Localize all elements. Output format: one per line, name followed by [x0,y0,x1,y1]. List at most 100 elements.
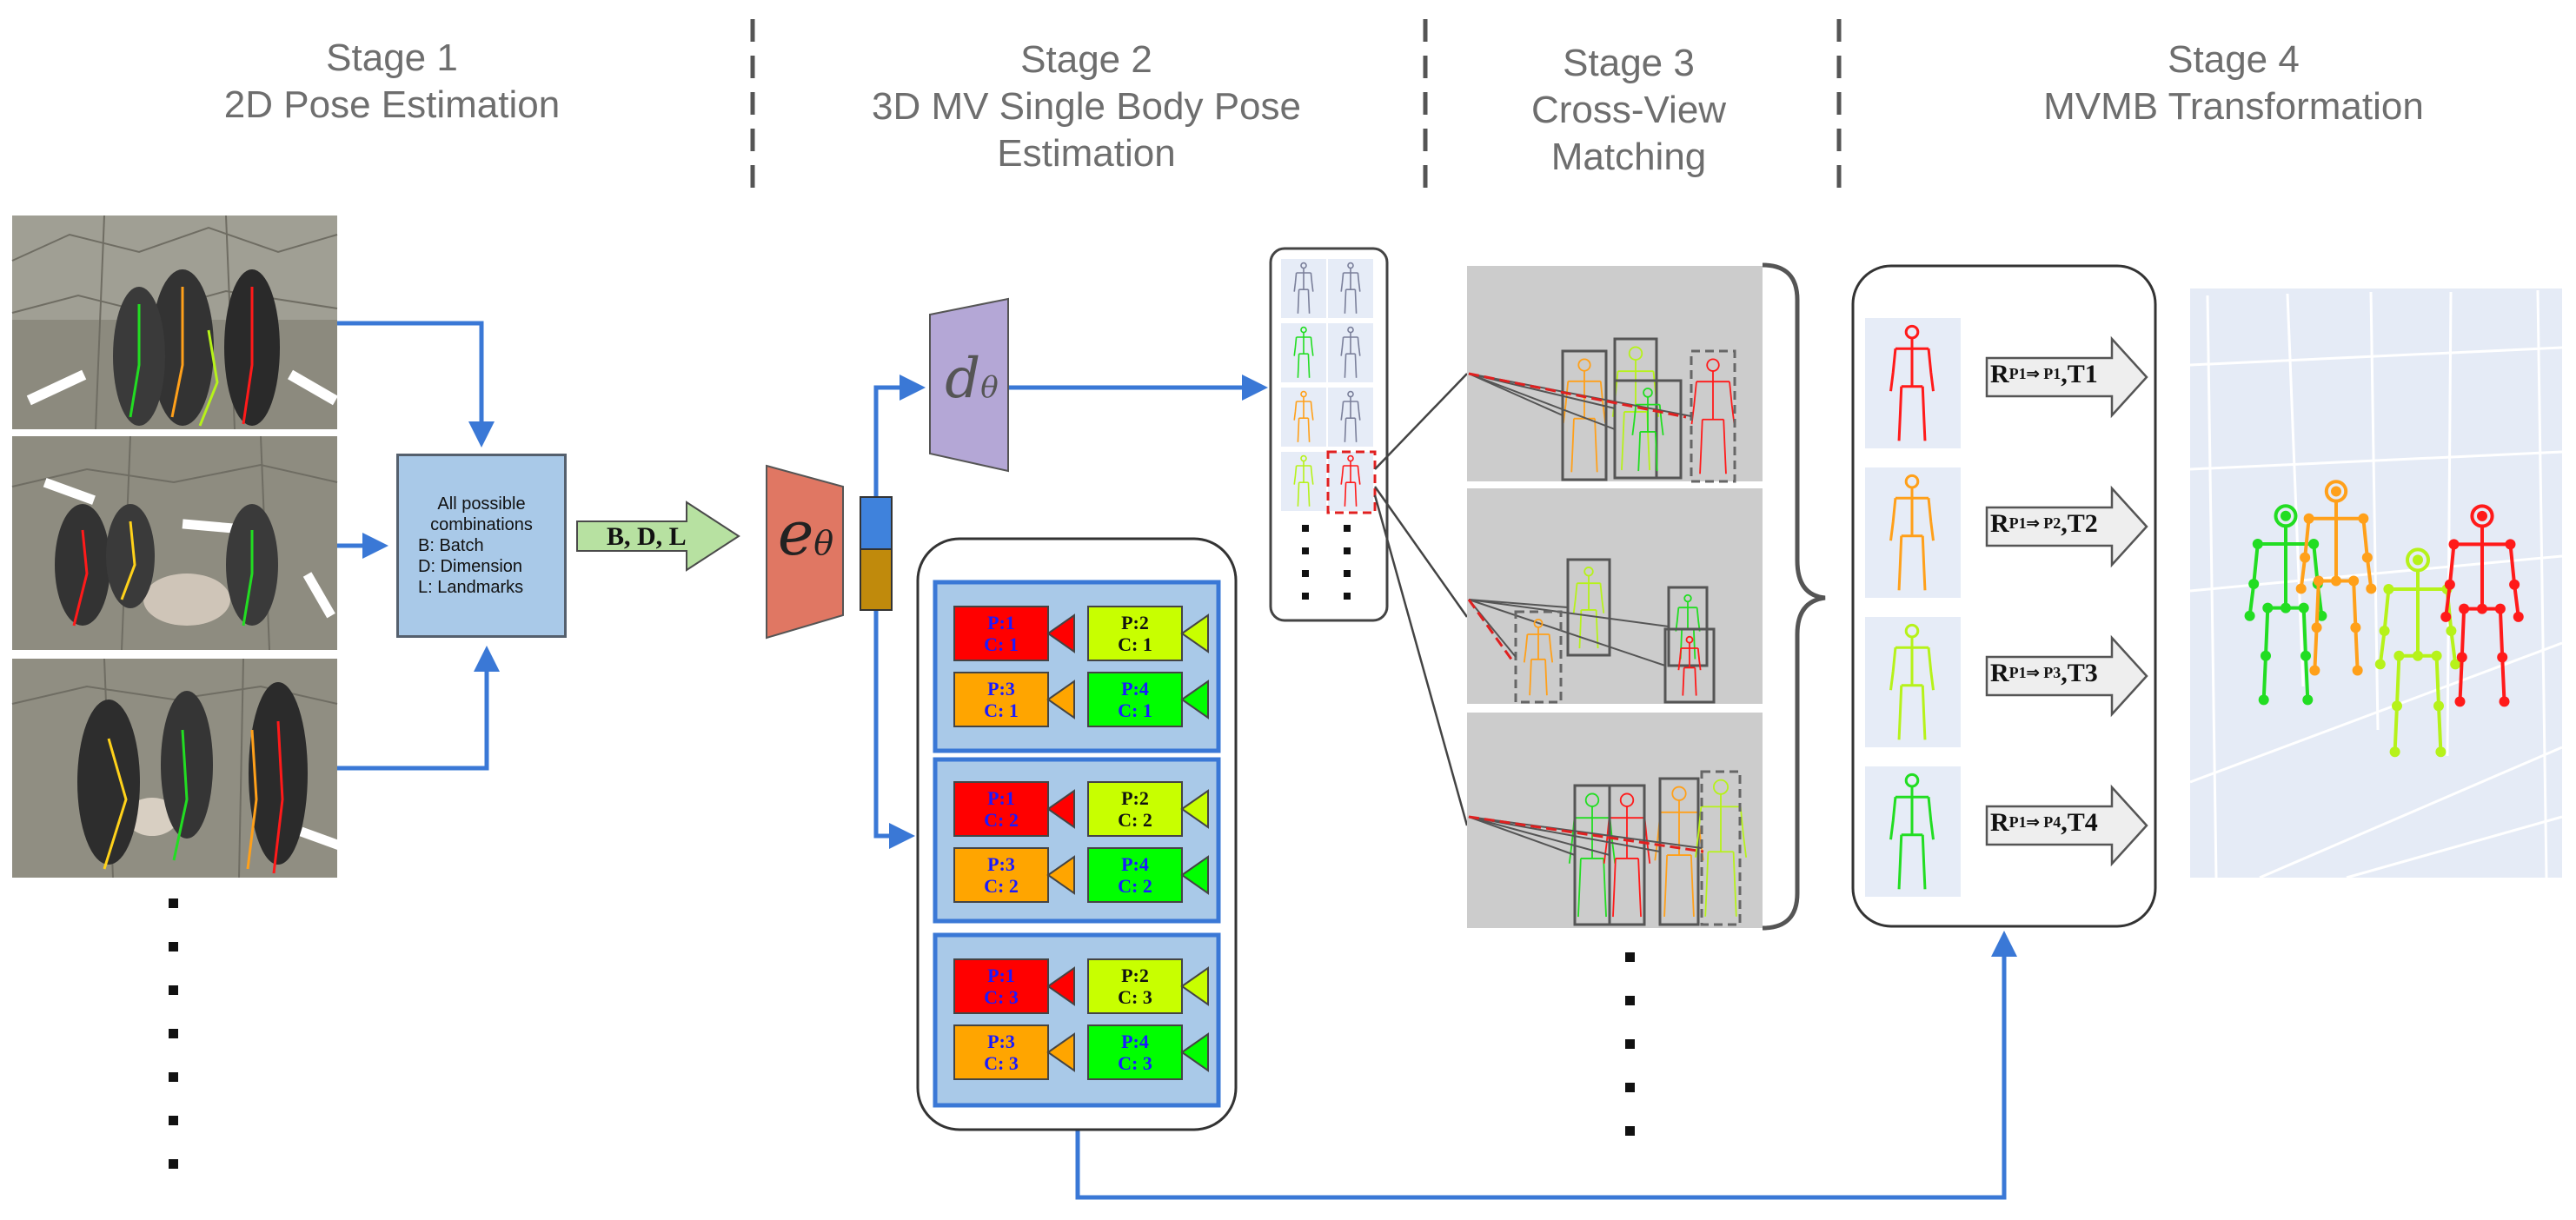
camera-body [1087,672,1183,727]
rotation-symbol: R [1990,509,2009,538]
input-arrow-label: B, D, L [607,522,687,551]
combinations-dimension: D: Dimension [418,557,523,576]
camera-icon [1180,680,1209,719]
camera-body [953,958,1049,1014]
transform-poses [1865,318,1961,897]
stage-1-subtitle: 2D Pose Estimation [223,83,561,126]
camera-label: C: 1 [1118,700,1152,721]
skeleton-icon [2374,547,2461,758]
camera-icon [1180,966,1209,1006]
skeleton-icon [1340,454,1361,507]
skeleton-icon [1677,635,1702,696]
arrow-latent-to-views [873,610,915,849]
rotation-superscript: P1⇒ P1 [2008,365,2061,382]
camera-icon [1046,789,1075,829]
skeleton-icon [1603,792,1651,918]
skeleton-icon [1562,358,1607,473]
person-label: P:4 [1121,1031,1149,1052]
skeleton-icon [2440,504,2524,707]
skeleton-icon [2244,504,2327,706]
stage-2-header: Stage 2 3D MV Single Body Pose Estimatio… [852,36,1321,177]
matching-panel [1467,488,1763,704]
encoder-symbol: e [777,498,814,569]
decoder-symbol: d [945,347,981,411]
skeleton-icon [1293,390,1314,442]
stage-2-subtitle-line-2: Estimation [997,132,1176,175]
camera-icon [1180,613,1209,653]
decoder-subscript: θ [980,370,999,405]
camera-label: C: 2 [1118,809,1152,831]
person-label: P:4 [1121,678,1149,700]
transform-arrow [1985,634,2148,718]
skeleton-icon [1523,619,1554,696]
stage-1-title: Stage 1 [326,36,458,79]
camera-label: C: 1 [1118,633,1152,655]
combinations-batch: B: Batch [418,536,484,555]
stage-1-header: Stage 1 2D Pose Estimation [214,35,570,129]
stage-3-subtitle-line-2: Matching [1550,136,1707,178]
person-label: P:2 [1121,787,1149,809]
latent-top [860,496,893,550]
combinations-title-line-1: All possible [437,494,526,514]
rotation-superscript: P1⇒ P4 [2008,813,2061,831]
stage-4-subtitle: MVMB Transformation [2043,85,2424,128]
camera-icon [1046,855,1075,895]
skeleton-icon [1340,390,1361,442]
stage-2-title: Stage 2 [1020,38,1152,81]
skeleton-icon [1340,262,1361,314]
camera-label: C: 1 [984,633,1019,655]
person-label: P:2 [1121,612,1149,633]
stage-4-header: Stage 4 MVMB Transformation [1990,36,2477,130]
input-image-2 [11,435,338,651]
matching-panel [1467,266,1763,483]
person-label: P:1 [987,965,1015,986]
stage-3-subtitle-line-1: Cross-View [1530,89,1727,131]
camera-label: C: 1 [984,700,1019,721]
camera-label: C: 3 [1118,1052,1152,1074]
camera-label: C: 2 [984,809,1019,831]
transform-arrow [1985,485,2148,568]
result-3d-view [2189,288,2563,879]
camera-icon [1046,1032,1075,1072]
transform-arrows [1985,335,2148,867]
input-image-3 [11,658,344,879]
matching-panels [1467,266,1763,928]
skeleton-icon [1293,454,1314,507]
camera-icon [1046,613,1075,653]
person-label: P:3 [987,678,1015,700]
camera-body [953,606,1049,661]
pose-column [1281,259,1373,511]
skeleton-icon [1293,326,1314,378]
match-connectors [1373,373,1469,826]
skeleton-icon [1889,474,1935,591]
person-label: P:3 [987,1031,1015,1052]
matching-panel [1467,713,1763,928]
person-label: P:3 [987,853,1015,875]
camera-icon [1046,966,1075,1006]
transform-arrow [1985,335,2148,419]
transform-arrow-label: RP1⇒ P2,T2 [1990,509,2098,539]
combinations-landmarks: L: Landmarks [418,578,524,597]
skeleton-icon [1889,772,1935,890]
camera-body [1087,781,1183,837]
stage-3-header: Stage 3 Cross-View Matching [1490,40,1768,181]
camera-label: C: 3 [984,1052,1019,1074]
stage-4-title: Stage 4 [2168,38,2300,81]
rotation-superscript: P1⇒ P2 [2008,514,2061,532]
combinations-title-line-2: combinations [430,515,533,534]
arrow-latent-to-decoder [873,375,926,497]
person-label: P:1 [987,612,1015,633]
arrow-image3-to-combinations [337,646,500,771]
brace-icon [1762,262,1826,931]
latent-bottom [860,548,893,611]
skeleton-icon [1631,388,1664,472]
translation-symbol: ,T3 [2061,659,2098,687]
rotation-symbol: R [1990,808,2009,837]
skeleton-icon [2295,480,2377,676]
camera-label: C: 2 [1118,875,1152,897]
